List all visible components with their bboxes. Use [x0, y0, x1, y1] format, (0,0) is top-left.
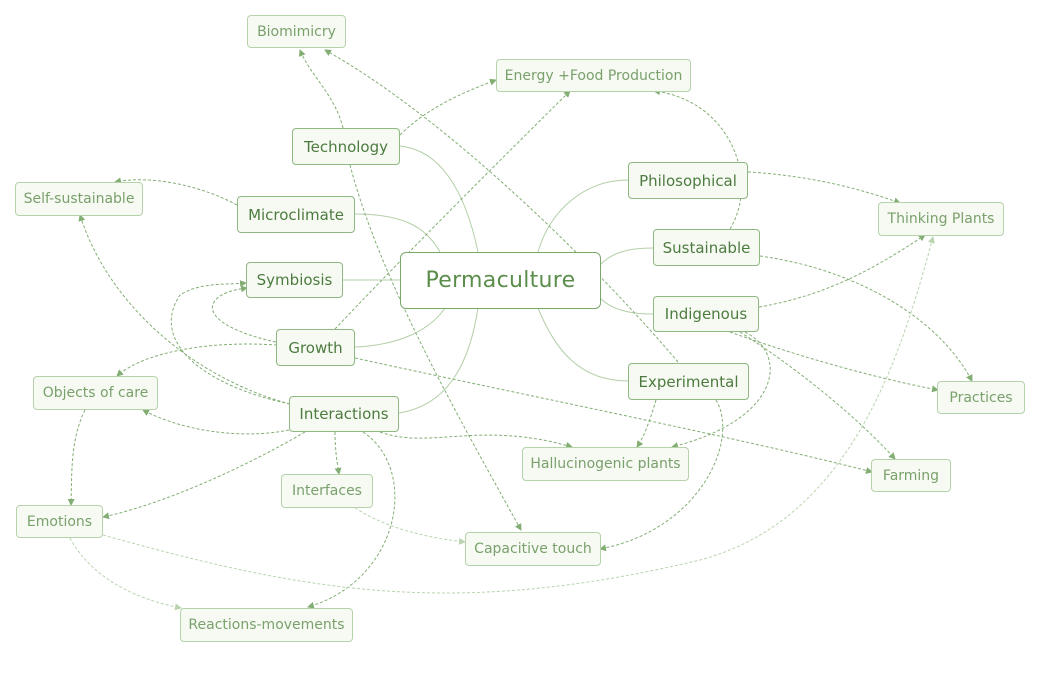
concept-hallucinogenic-plants[interactable]: Hallucinogenic plants — [522, 447, 689, 481]
link-interactions-interfaces — [334, 431, 342, 475]
tree-line-experimental — [537, 307, 629, 382]
link-technology-energy — [399, 78, 497, 136]
topic-microclimate[interactable]: Microclimate — [237, 196, 355, 233]
tree-line-growth — [354, 307, 446, 348]
tree-line-philosophical — [537, 179, 629, 253]
topic-indigenous[interactable]: Indigenous — [653, 296, 759, 332]
topic-growth[interactable]: Growth — [276, 329, 355, 366]
link-sustainable-energy — [653, 88, 742, 230]
tree-line-microclimate — [354, 213, 441, 253]
link-experimental-biomimicry — [324, 49, 679, 363]
link-technology-biomimicry — [298, 49, 344, 129]
topic-sustainable[interactable]: Sustainable — [653, 229, 760, 266]
link-philosophical-thinking — [747, 171, 901, 205]
concept-reactions-movements[interactable]: Reactions-movements — [180, 608, 353, 642]
link-interactions-self — [78, 214, 291, 405]
topic-interactions[interactable]: Interactions — [289, 396, 399, 432]
link-microclimate-self — [114, 177, 238, 206]
link-growth-farming — [354, 357, 873, 474]
link-interactions-objects — [142, 409, 290, 435]
concept-self-sustainable[interactable]: Self-sustainable — [15, 182, 143, 216]
concept-farming[interactable]: Farming — [871, 459, 951, 492]
tree-line-sustainable — [599, 247, 654, 266]
topic-symbiosis[interactable]: Symbiosis — [246, 262, 343, 298]
link-interfaces-capacitive — [354, 507, 466, 545]
link-indigenous-practices — [729, 331, 939, 393]
link-growth-energy — [334, 90, 571, 330]
link-experimental-capacitive — [599, 399, 724, 552]
link-emotions-thinking — [102, 236, 935, 594]
tree-line-interactions — [398, 307, 479, 414]
link-experimental-hallucinogenic — [636, 399, 657, 448]
link-emotions-reactions — [69, 537, 182, 611]
concept-interfaces[interactable]: Interfaces — [281, 474, 373, 508]
concept-energy-food-production[interactable]: Energy +Food Production — [496, 59, 691, 92]
tree-line-technology — [399, 145, 479, 253]
link-indigenous-thinking — [758, 234, 926, 308]
topic-experimental[interactable]: Experimental — [628, 363, 749, 400]
link-objects-emotions — [67, 409, 86, 506]
link-growth-objects — [116, 343, 278, 377]
concept-thinking-plants[interactable]: Thinking Plants — [878, 202, 1004, 236]
link-technology-capacitive — [349, 164, 522, 531]
link-sustainable-practices — [759, 255, 973, 382]
topic-technology[interactable]: Technology — [292, 128, 400, 165]
link-growth-symbiosis-loop — [211, 285, 277, 343]
topic-philosophical[interactable]: Philosophical — [628, 162, 748, 199]
link-interactions-symbiosis-loop — [170, 280, 291, 405]
concept-emotions[interactable]: Emotions — [16, 505, 103, 538]
link-indigenous-hallucinogenic — [671, 331, 771, 449]
concept-objects-of-care[interactable]: Objects of care — [33, 376, 158, 410]
link-interactions-reactions — [307, 431, 396, 609]
link-interactions-hallucinogenic — [379, 431, 573, 449]
concept-practices[interactable]: Practices — [937, 381, 1025, 414]
central-topic[interactable]: Permaculture — [400, 252, 601, 309]
concept-biomimicry[interactable]: Biomimicry — [247, 15, 346, 48]
link-interactions-emotions — [102, 431, 306, 520]
tree-line-indigenous — [599, 297, 654, 315]
link-indigenous-farming — [739, 331, 896, 460]
concept-capacitive-touch[interactable]: Capacitive touch — [465, 532, 601, 566]
